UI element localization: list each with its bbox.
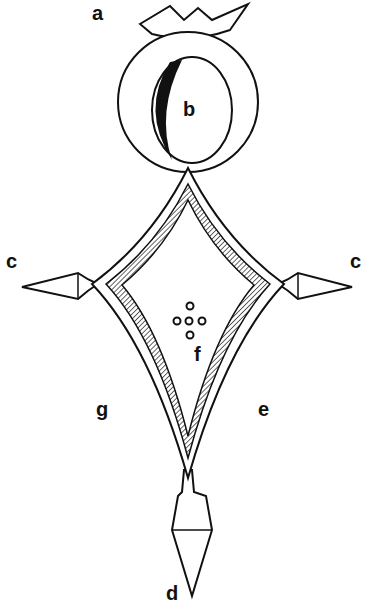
dot-pattern <box>174 303 206 339</box>
part-letter: e <box>258 398 269 420</box>
ring-shading <box>155 60 182 160</box>
part-letter: c <box>350 250 361 272</box>
part-letter: d <box>166 582 178 604</box>
right-arm-cone <box>278 273 352 299</box>
ring-hole <box>152 57 232 163</box>
part-letter: c <box>6 250 17 272</box>
part-letter: f <box>194 343 201 365</box>
part-letter: g <box>96 398 108 420</box>
part-letter: a <box>92 2 103 24</box>
ring-outer <box>118 32 258 172</box>
part-letter: b <box>183 98 195 120</box>
bottom-cone <box>172 470 212 596</box>
diamond-outer <box>92 168 284 478</box>
diamond-inner <box>122 200 254 436</box>
hatched-band <box>106 184 270 458</box>
left-arm-cone <box>22 273 98 299</box>
